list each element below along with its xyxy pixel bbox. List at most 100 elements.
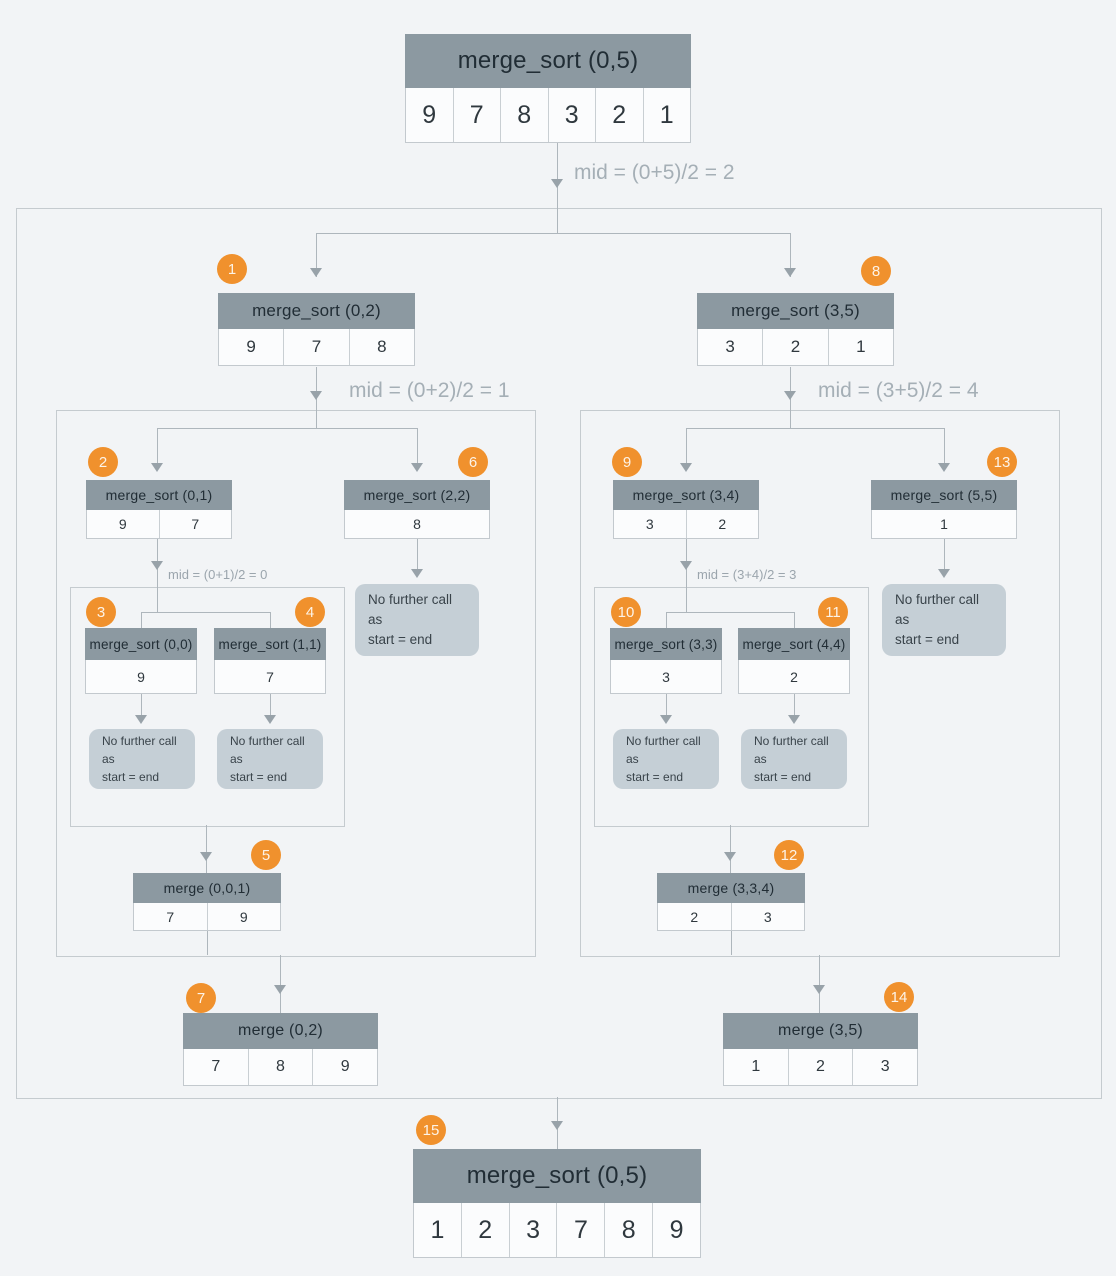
- connector-line: [157, 428, 417, 429]
- node-title: merge_sort (0,5): [405, 34, 691, 88]
- node-merge-3-3-4: merge (3,3,4) 2 3: [657, 873, 805, 931]
- array-cell: 9: [118, 516, 127, 532]
- node-title: merge_sort (0,5): [413, 1149, 701, 1203]
- array-cell: 1: [430, 1215, 445, 1244]
- step-badge-3: 3: [86, 597, 116, 627]
- arrowhead-icon: [784, 391, 796, 400]
- array-cell: 2: [790, 668, 798, 685]
- connector-line: [666, 612, 667, 629]
- node-merge-sort-0-5-root: merge_sort (0,5) 9 7 8 3 2 1: [405, 34, 691, 143]
- array-cell: 3: [730, 903, 805, 930]
- connector-line: [417, 428, 418, 468]
- step-badge-4: 4: [295, 597, 325, 627]
- arrowhead-icon: [551, 1121, 563, 1130]
- array-cell: 9: [422, 100, 437, 129]
- node-merge-sort-0-1: merge_sort (0,1) 9 7: [86, 480, 232, 539]
- connector-line: [686, 539, 687, 612]
- node-merge-0-2: merge (0,2) 7 8 9: [183, 1013, 378, 1086]
- arrowhead-icon: [264, 715, 276, 724]
- right-subtree-frame: [580, 410, 1060, 957]
- no-further-call-note: No further call as start = end: [882, 584, 1006, 656]
- array-cell: 1: [827, 329, 893, 365]
- connector-line: [316, 233, 317, 277]
- connector-line: [730, 825, 731, 873]
- array-cell: 7: [166, 908, 175, 925]
- no-further-call-note: No further call as start = end: [355, 584, 479, 656]
- array-cell: 7: [452, 88, 501, 142]
- arrowhead-icon: [938, 569, 950, 578]
- step-badge-13: 13: [987, 447, 1017, 477]
- node-title: merge_sort (0,1): [86, 480, 232, 510]
- array-cell: 3: [852, 1049, 917, 1085]
- arrowhead-icon: [411, 463, 423, 472]
- step-badge-10: 10: [611, 597, 641, 627]
- node-title: merge_sort (5,5): [871, 480, 1017, 510]
- array-cell: 9: [137, 668, 145, 685]
- mid-label-right-pair: mid = (3+4)/2 = 3: [697, 567, 797, 582]
- connector-line: [206, 825, 207, 873]
- array-cell: 2: [762, 329, 827, 365]
- connector-line: [270, 612, 271, 629]
- outer-recursion-frame: [16, 208, 1102, 1099]
- array-cell: 7: [211, 1058, 221, 1075]
- node-title: merge (3,5): [723, 1013, 918, 1049]
- array-cell: 7: [158, 510, 232, 538]
- array-cell: 1: [751, 1058, 761, 1075]
- mid-label-left-pair: mid = (0+1)/2 = 0: [168, 567, 268, 582]
- node-merge-sort-1-1: merge_sort (1,1) 7: [214, 628, 326, 694]
- step-badge-15: 15: [416, 1115, 446, 1145]
- connector-line: [944, 428, 945, 468]
- connector-line: [207, 930, 208, 955]
- mid-label-root: mid = (0+5)/2 = 2: [574, 161, 735, 184]
- array-cell: 9: [246, 337, 256, 356]
- connector-line: [270, 694, 271, 719]
- connector-line: [557, 143, 558, 233]
- array-cell: 2: [460, 1203, 509, 1257]
- arrowhead-icon: [551, 179, 563, 188]
- arrowhead-icon: [660, 715, 672, 724]
- no-further-call-note: No further call as start = end: [741, 729, 847, 789]
- array-cell: 2: [787, 1049, 853, 1085]
- connector-line: [794, 612, 795, 629]
- connector-line: [157, 428, 158, 468]
- arrowhead-icon: [200, 852, 212, 861]
- no-further-call-note: No further call as start = end: [217, 729, 323, 789]
- node-title: merge_sort (1,1): [214, 628, 326, 660]
- arrowhead-icon: [724, 852, 736, 861]
- array-cell: 8: [604, 1203, 652, 1257]
- node-title: merge_sort (0,0): [85, 628, 197, 660]
- arrowhead-icon: [310, 268, 322, 277]
- arrowhead-icon: [680, 463, 692, 472]
- mid-label-left: mid = (0+2)/2 = 1: [349, 379, 510, 402]
- arrowhead-icon: [813, 985, 825, 994]
- node-title: merge (0,2): [183, 1013, 378, 1049]
- no-further-call-note: No further call as start = end: [89, 729, 195, 789]
- arrowhead-icon: [151, 561, 163, 570]
- node-title: merge_sort (0,2): [218, 293, 415, 329]
- node-merge-sort-4-4: merge_sort (4,4) 2: [738, 628, 850, 694]
- arrowhead-icon: [680, 561, 692, 570]
- connector-line: [819, 955, 820, 1013]
- connector-line: [666, 694, 667, 719]
- left-inner-frame: [70, 587, 345, 827]
- array-cell: 3: [508, 1203, 557, 1257]
- array-cell: 7: [266, 668, 274, 685]
- node-merge-sort-3-4: merge_sort (3,4) 3 2: [613, 480, 759, 539]
- node-title: merge_sort (3,3): [610, 628, 722, 660]
- node-title: merge_sort (3,5): [697, 293, 894, 329]
- arrowhead-icon: [151, 463, 163, 472]
- arrowhead-icon: [788, 715, 800, 724]
- node-title: merge_sort (4,4): [738, 628, 850, 660]
- step-badge-11: 11: [818, 597, 848, 627]
- connector-line: [141, 612, 142, 629]
- node-title: merge_sort (2,2): [344, 480, 490, 510]
- arrowhead-icon: [938, 463, 950, 472]
- step-badge-9: 9: [612, 447, 642, 477]
- connector-line: [944, 539, 945, 575]
- right-inner-frame: [594, 587, 869, 827]
- connector-line: [157, 539, 158, 612]
- connector-line: [417, 539, 418, 575]
- left-subtree-frame: [56, 410, 536, 957]
- step-badge-6: 6: [458, 447, 488, 477]
